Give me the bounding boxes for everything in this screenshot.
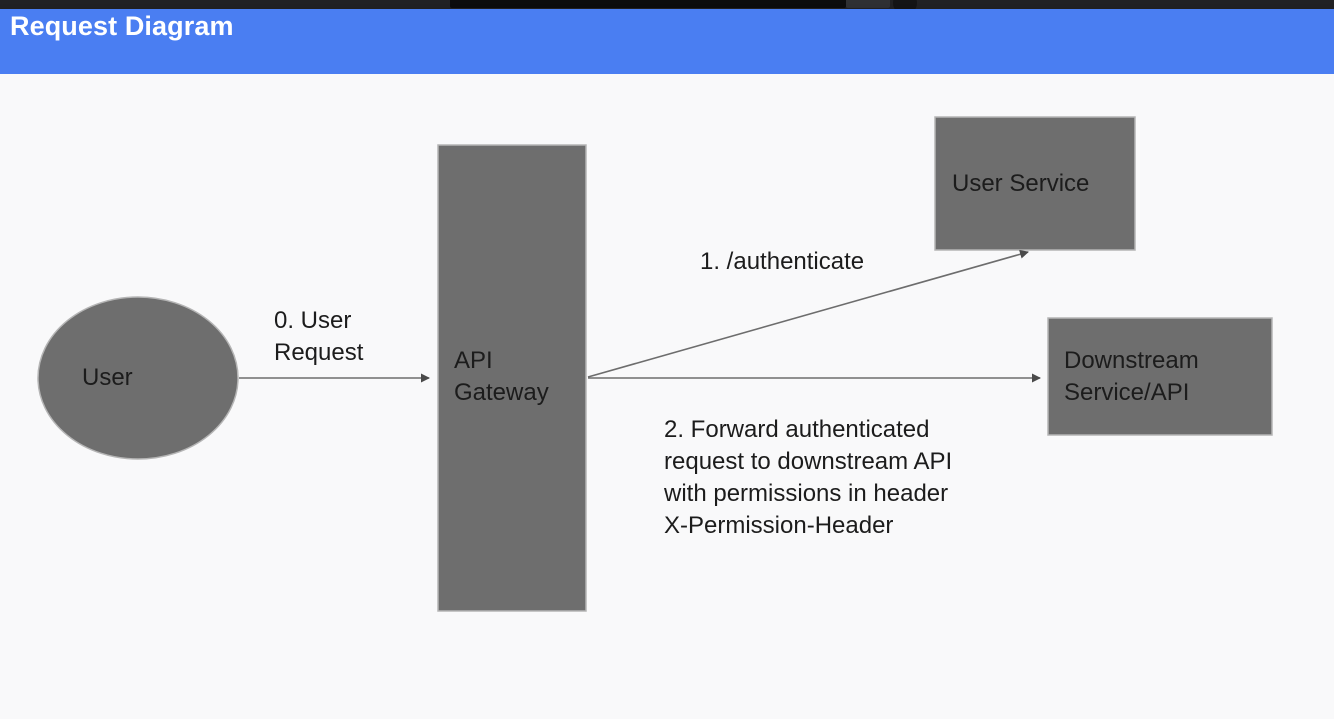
node-api-gateway[interactable]: [437, 144, 587, 612]
edge-label-forward-request: 2. Forward authenticated request to down…: [664, 416, 953, 539]
edge-label-user-request: 0. User Request: [274, 307, 364, 366]
edge-label-authenticate: 1. /authenticate: [700, 248, 865, 275]
node-downstream-service[interactable]: [1047, 317, 1273, 436]
diagram-svg: [37, 116, 1273, 612]
browser-chrome-strip: [0, 0, 1334, 15]
edge-gateway-to-user-service[interactable]: [587, 249, 1029, 378]
browser-toolbar-remnant[interactable]: [450, 0, 846, 8]
node-user[interactable]: [37, 296, 239, 460]
toolbar-block[interactable]: [846, 0, 890, 8]
app-bar: Request Diagram: [0, 9, 1334, 74]
node-user-service[interactable]: [934, 116, 1136, 251]
page-title: Request Diagram: [10, 11, 234, 41]
diagram-canvas[interactable]: User API Gateway User Service Downstream…: [0, 74, 1334, 719]
